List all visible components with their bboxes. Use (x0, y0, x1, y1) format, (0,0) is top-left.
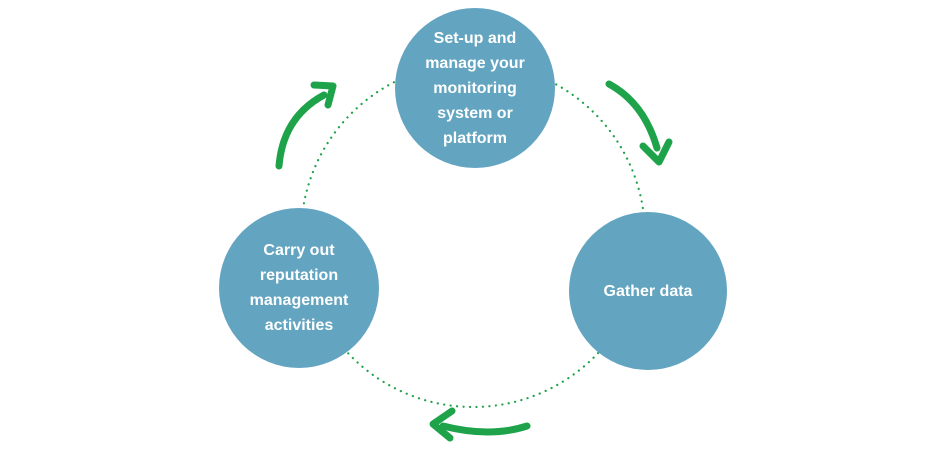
arrow-top-right (605, 80, 673, 166)
node-setup-circle (395, 8, 555, 168)
node-gather-circle (569, 212, 727, 370)
arrow-bottom (429, 407, 531, 442)
arrow-left (275, 81, 337, 170)
node-carry-label: Carry out reputation management activiti… (249, 242, 349, 334)
node-gather-label: Gather data (603, 282, 693, 300)
node-setup-label: Set-up and manage your monitoring system… (425, 29, 525, 147)
node-carry-circle (219, 208, 379, 368)
